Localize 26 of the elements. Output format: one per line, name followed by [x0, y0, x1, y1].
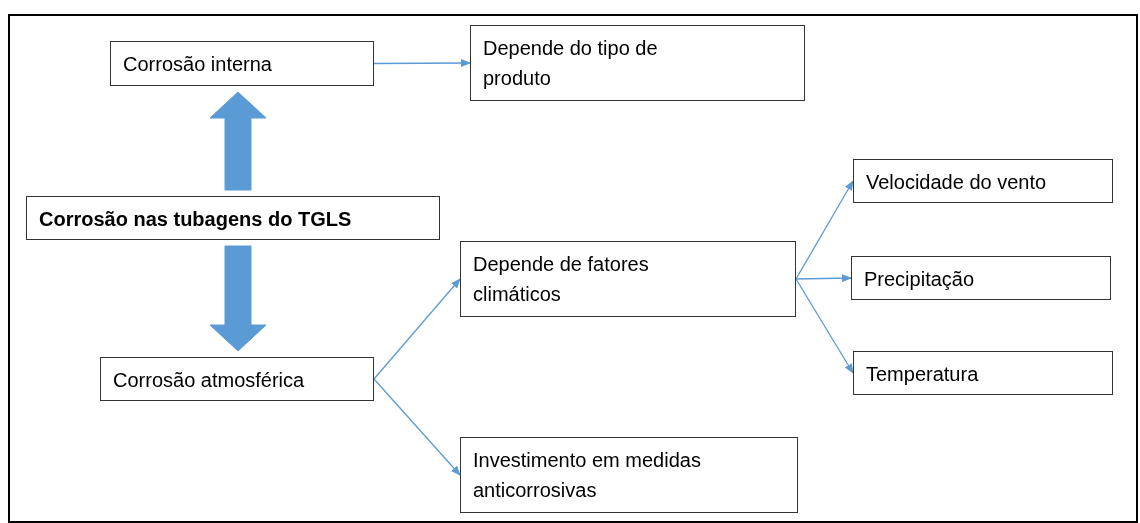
- arrow: [795, 278, 854, 374]
- box-text: Corrosão nas tubagens do TGLS: [39, 207, 353, 232]
- process-box: [460, 241, 796, 317]
- box-text: Precipitação: [864, 267, 976, 292]
- box-text: Depende de fatores climáticos: [473, 252, 650, 307]
- process-box: [853, 351, 1113, 395]
- process-box: [100, 357, 374, 401]
- box-text: Investimento em medidas anticorrosivas: [473, 448, 702, 503]
- arrow: [795, 274, 852, 283]
- process-box: [26, 196, 440, 240]
- arrow: [373, 278, 461, 380]
- arrow: [373, 378, 461, 476]
- arrow: [373, 59, 471, 68]
- arrow: [795, 180, 854, 280]
- block-arrow: [209, 91, 267, 191]
- process-box: [110, 41, 374, 86]
- process-box: [460, 437, 798, 513]
- process-box: [851, 256, 1111, 300]
- box-text: Velocidade do vento: [866, 170, 1048, 195]
- box-text: Depende do tipo de produto: [483, 36, 659, 91]
- process-box: [853, 159, 1113, 203]
- box-text: Corrosão atmosférica: [113, 368, 306, 393]
- box-text: Corrosão interna: [123, 52, 273, 77]
- process-box: [470, 25, 805, 101]
- box-text: Temperatura: [866, 362, 980, 387]
- block-arrow: [209, 245, 267, 352]
